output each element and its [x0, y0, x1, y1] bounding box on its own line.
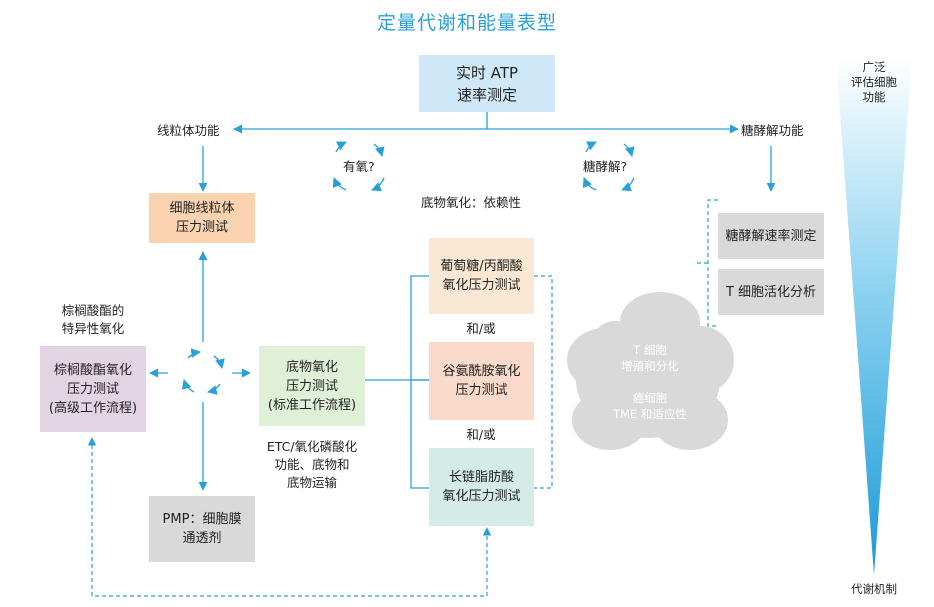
substrate-box: 底物氧化 压力测试 (标准工作流程) [259, 346, 365, 426]
glycolysis-question: 糖酵解? [583, 159, 628, 174]
andor-label-2: 和/或 [466, 427, 496, 442]
andor-label-1: 和/或 [466, 321, 496, 336]
palmitate-box: 棕榈酸酯氧化 压力测试 (高级工作流程) [40, 346, 146, 432]
bottom-dashed-loop [87, 437, 492, 597]
scale-top-label: 广泛 评估细胞 功能 [851, 60, 897, 104]
mito-stress-box: 细胞线粒体 压力测试 [149, 193, 255, 243]
cycle-arrows-aerobic [332, 141, 385, 192]
right-dashed-bracket [534, 275, 553, 489]
tcell-activation-box: T 细胞活化分析 [718, 269, 824, 315]
lcfa-box: 长链脂肪酸 氧化压力测试 [429, 448, 534, 526]
cycle-arrows-glycolysis [582, 141, 635, 192]
substrate-dependency-label: 底物氧化：依赖性 [421, 195, 522, 210]
atp-rate-box: 实时 ATP 速率测定 [419, 55, 555, 112]
left-bracket [410, 275, 429, 489]
aerobic-question: 有氧? [343, 159, 375, 174]
gradient-scale-wedge [836, 58, 912, 575]
pmp-box: PMP：细胞膜 通透剂 [149, 496, 255, 562]
glucose-pyruvate-box: 葡萄糖/丙酮酸 氧化压力测试 [429, 238, 534, 314]
diagram-title: 定量代谢和能量表型 [376, 12, 557, 34]
cloud-shape [567, 292, 734, 450]
mito-function-label: 线粒体功能 [157, 123, 220, 138]
palmitate-specific-label: 棕榈酸酯的 特异性氧化 [61, 303, 125, 336]
glutamine-box: 谷氨酰胺氧化 压力测试 [429, 342, 534, 420]
scale-bottom-label: 代谢机制 [851, 582, 897, 596]
cloud-tcell-text: T 细胞 增殖和分化 [621, 343, 679, 373]
glycolysis-rate-box: 糖酵解速率测定 [718, 213, 824, 259]
gray-dashed-bracket [707, 199, 718, 327]
cloud-cancer-text: 癌细胞 TME 和适应性 [613, 391, 687, 421]
etc-text: ETC/氧化磷酸化 功能、底物和 底物运输 [266, 439, 358, 490]
glyco-function-label: 糖酵解功能 [741, 123, 804, 138]
cycle-arrows-center [181, 348, 225, 395]
